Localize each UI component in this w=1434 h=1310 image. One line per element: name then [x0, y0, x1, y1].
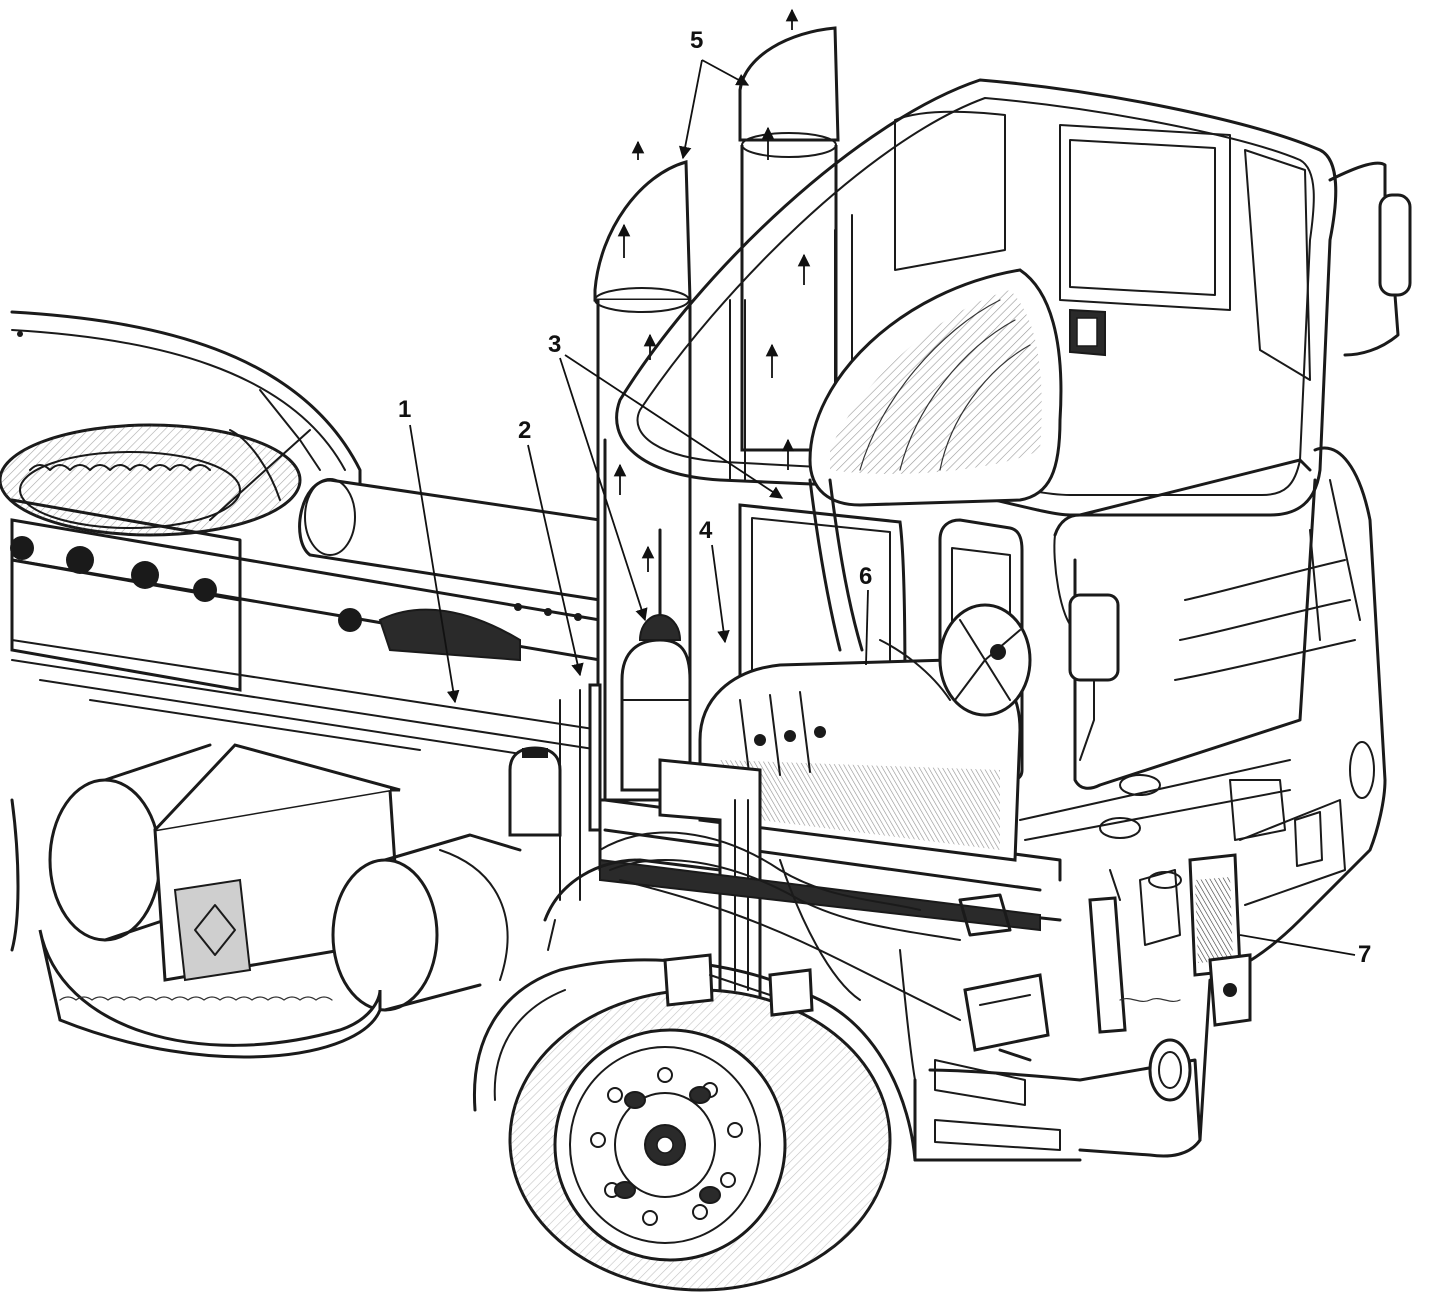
front-grille: [1188, 799, 1346, 977]
steering-box: [958, 893, 1050, 1062]
headlamp: [1148, 1038, 1192, 1102]
leader-7: [1239, 934, 1356, 956]
leader-4: [711, 544, 730, 644]
far-side-mirror: [1328, 161, 1412, 357]
filter-canister: [508, 746, 562, 837]
callout-leaders: [409, 59, 1356, 956]
driver-seat: [808, 268, 1063, 507]
air-cleaner: [620, 613, 692, 792]
callout-5: 5: [690, 27, 703, 54]
callout-1: 1: [398, 396, 411, 423]
fuel-tank-right: [331, 833, 522, 1012]
cooling-fan: [938, 603, 1032, 717]
callout-3: 3: [548, 331, 561, 358]
rear-lower-tyre: [38, 929, 382, 1059]
callout-2: 2: [518, 417, 531, 444]
callout-labels: 1 2 3 4 5 6 7: [398, 27, 1371, 968]
leader-2: [527, 444, 584, 677]
leader-3a: [559, 357, 648, 622]
leader-3b: [564, 354, 784, 499]
rear-chassis-group: [0, 310, 602, 1059]
frame-rail: [10, 498, 602, 761]
leader-1: [409, 424, 460, 704]
front-axle-group: [598, 779, 1346, 1162]
exhaust-stack-right: [738, 26, 840, 452]
engine-bay-group: [508, 478, 1032, 1002]
cab-front-face: [1078, 446, 1387, 1158]
side-mirror: [1053, 534, 1120, 761]
callout-6: 6: [859, 563, 872, 590]
leader-5b: [701, 59, 750, 86]
front-wheel-group: [472, 858, 917, 1292]
rear-fender: [10, 310, 362, 522]
front-wheel-rim: [569, 1046, 761, 1244]
callout-4: 4: [699, 517, 713, 544]
leader-5a: [678, 59, 703, 160]
callout-7: 7: [1358, 941, 1371, 968]
rear-air-tank: [298, 478, 602, 602]
leader-6: [865, 589, 869, 666]
front-tyre: [508, 988, 892, 1292]
exhaust-flow-arrows: [613, 8, 811, 572]
